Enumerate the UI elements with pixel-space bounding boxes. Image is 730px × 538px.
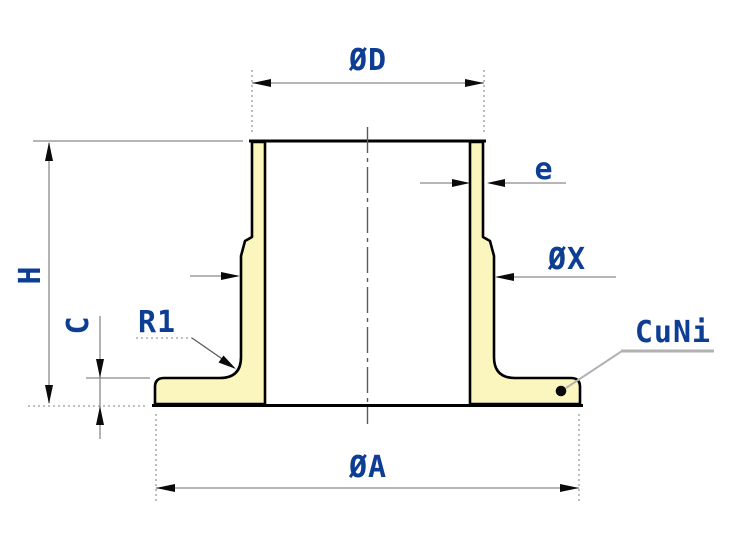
e-arrow-right — [487, 179, 505, 187]
material-label: CuNi — [635, 315, 711, 350]
e-label: e — [534, 152, 553, 187]
oa-label: ØA — [348, 450, 387, 485]
od-arrow-right — [465, 79, 484, 87]
dimension-h: H — [13, 140, 243, 407]
od-label: ØD — [348, 43, 387, 78]
dimension-c: C — [61, 315, 150, 439]
dimension-ox: ØX — [190, 242, 616, 281]
c-arrow-down — [96, 359, 104, 378]
e-arrow-left — [452, 179, 470, 187]
oa-arrow-left — [156, 484, 175, 492]
dimension-od: ØD — [251, 43, 485, 133]
c-arrow-up — [96, 406, 104, 425]
callout-material: CuNi — [565, 315, 714, 389]
part-cross-section — [152, 127, 583, 424]
right-section-fill — [468, 140, 582, 406]
r1-arrowhead — [218, 355, 236, 369]
ox-arrow-right — [495, 273, 514, 281]
c-label: C — [61, 315, 96, 334]
r1-label: R1 — [138, 305, 176, 340]
h-label: H — [13, 265, 48, 284]
material-leader-diagonal — [565, 350, 623, 389]
callout-r1: R1 — [136, 305, 236, 369]
od-arrow-left — [252, 79, 271, 87]
dimension-e: e — [420, 152, 566, 187]
material-leader-dot — [555, 385, 567, 397]
h-arrow-top — [45, 142, 53, 161]
oa-arrow-right — [560, 484, 579, 492]
ox-label: ØX — [547, 242, 586, 277]
ox-arrow-left — [221, 272, 240, 280]
h-arrow-bottom — [45, 385, 53, 404]
left-section-fill — [153, 140, 267, 406]
dimension-oa: ØA — [155, 414, 580, 502]
